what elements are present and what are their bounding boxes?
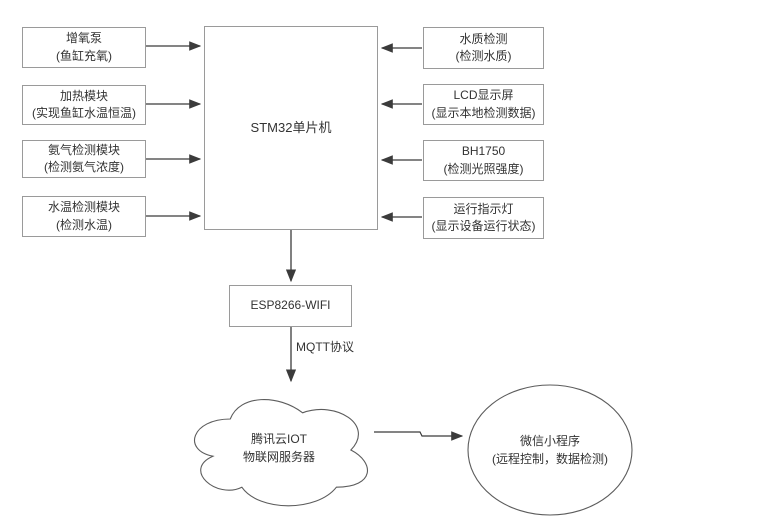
node-water-quality-subtitle: (检测水质) (455, 49, 512, 63)
node-ammonia-sensor-title: 氨气检测模块 (47, 142, 120, 157)
node-heater-module-subtitle: (实现鱼缸水温恒温) (32, 106, 136, 120)
node-water-temp-sensor: 水温检测模块 (检测水温) (22, 196, 146, 237)
miniprogram-label-line2: (远程控制，数据检测) (492, 452, 608, 466)
node-run-indicator-title: 运行指示灯 (453, 201, 514, 216)
node-oxygen-pump-title: 增氧泵 (65, 31, 102, 46)
node-water-temp-sensor-title: 水温检测模块 (47, 200, 120, 215)
node-water-quality-title: 水质检测 (459, 31, 508, 46)
cloud-label-line2: 物联网服务器 (242, 450, 315, 464)
node-oxygen-pump-subtitle: (鱼缸充氧) (56, 48, 112, 63)
node-stm32-mcu-label: STM32单片机 (250, 119, 332, 135)
cloud-label: 腾讯云IOT 物联网服务器 (200, 430, 358, 466)
cloud-shape (194, 399, 368, 507)
node-heater-module: 加热模块 (实现鱼缸水温恒温) (22, 85, 146, 125)
node-bh1750-title: BH1750 (461, 144, 506, 159)
node-ammonia-sensor: 氨气检测模块 (检测氨气浓度) (22, 140, 146, 178)
arrow-cloud-to-miniprogram (374, 431, 464, 441)
node-water-temp-sensor-subtitle: (检测水温) (56, 217, 112, 232)
node-lcd-display: LCD显示屏 (显示本地检测数据) (423, 84, 544, 125)
miniprogram-label-line1: 微信小程序 (519, 434, 580, 448)
node-lcd-display-title: LCD显示屏 (453, 88, 514, 103)
node-ammonia-sensor-subtitle: (检测氨气浓度) (44, 160, 124, 174)
mqtt-protocol-label: MQTT协议 (296, 340, 354, 354)
node-esp8266-wifi-label: ESP8266-WIFI (250, 298, 331, 313)
node-esp8266-wifi: ESP8266-WIFI (229, 285, 352, 327)
miniprogram-label: 微信小程序 (远程控制，数据检测) (478, 432, 622, 468)
node-run-indicator-led: 运行指示灯 (显示设备运行状态) (423, 197, 544, 239)
cloud-label-line1: 腾讯云IOT (251, 432, 307, 446)
miniprogram-ellipse (467, 384, 633, 516)
node-water-quality-sensor: 水质检测 (检测水质) (423, 27, 544, 69)
node-heater-module-title: 加热模块 (59, 88, 108, 103)
node-stm32-mcu: STM32单片机 (204, 26, 378, 230)
node-lcd-display-subtitle: (显示本地检测数据) (431, 105, 536, 120)
node-run-indicator-subtitle: (显示设备运行状态) (431, 219, 536, 233)
node-bh1750-subtitle: (检测光照强度) (443, 161, 524, 176)
node-oxygen-pump: 增氧泵 (鱼缸充氧) (22, 27, 146, 68)
node-bh1750-sensor: BH1750 (检测光照强度) (423, 140, 544, 181)
